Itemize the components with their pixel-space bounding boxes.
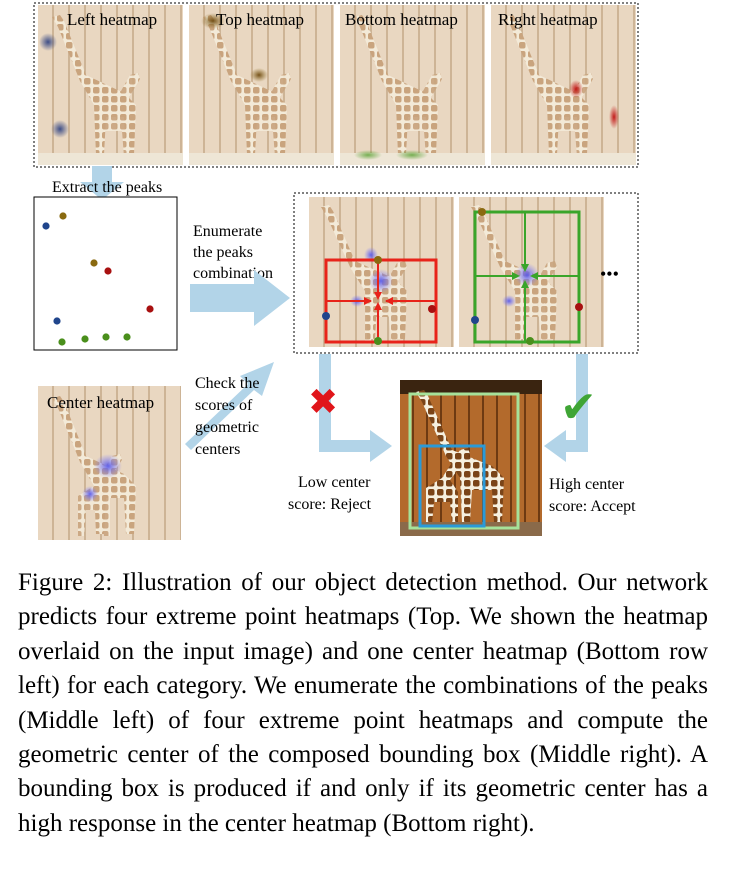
accepted-box — [471, 208, 583, 345]
reject-arrow — [319, 354, 392, 462]
enumerate-label-line-2: the peaks — [193, 244, 253, 261]
check-scores-arrow — [185, 362, 274, 450]
figure-caption: Figure 2: Illustration of our object det… — [18, 569, 708, 837]
final-detection-panel — [400, 380, 542, 536]
peak-points — [42, 212, 154, 346]
left-heatmap-label: Left heatmap — [67, 10, 157, 29]
peak-top-2 — [90, 259, 98, 267]
final-box-large — [408, 392, 520, 530]
accept-mark: ✔ — [560, 383, 597, 432]
extract-peaks-label: Extract the peaks — [52, 179, 162, 196]
accepted-combination-panel — [459, 197, 604, 347]
peak-right-2 — [146, 305, 154, 313]
rejected-combination-panel — [309, 197, 454, 347]
peak-left-1 — [42, 222, 50, 230]
check-label-line-1: Check the — [195, 375, 259, 392]
reject-mark: ✖ — [308, 382, 338, 422]
accept-label-line-2: score: Accept — [549, 498, 636, 515]
accept-arrow — [544, 354, 588, 462]
extract-arrow — [80, 166, 124, 200]
bottom-heatmap-label: Bottom heatmap — [345, 10, 458, 29]
reject-label-line-1: Low center — [298, 474, 371, 491]
top-heatmap-label: Top heatmap — [216, 10, 304, 29]
peak-bottom-4 — [123, 333, 131, 341]
heatmaps-group-border — [33, 2, 639, 168]
enumerate-label-line-1: Enumerate — [193, 223, 262, 240]
peak-bottom-1 — [58, 338, 66, 346]
combinations-group-border — [293, 192, 639, 354]
check-label-line-2: scores of — [195, 397, 253, 414]
method-figure: Left heatmap Top heatmap Bottom heatmap … — [33, 2, 639, 540]
bottom-heatmap-panel — [340, 5, 485, 165]
right-heatmap-label: Right heatmap — [498, 10, 598, 29]
right-heatmap-panel — [491, 5, 636, 165]
reject-label-line-2: score: Reject — [288, 496, 372, 513]
top-heatmap-panel — [189, 5, 334, 165]
center-heatmap-label: Center heatmap — [47, 393, 154, 412]
left-heatmap-panel — [38, 5, 183, 165]
peak-top-1 — [59, 212, 67, 220]
enumerate-arrow — [190, 270, 290, 326]
peak-bottom-3 — [102, 333, 110, 341]
peak-right-1 — [104, 267, 112, 275]
check-label-line-4: centers — [195, 441, 240, 458]
peak-bottom-2 — [81, 335, 89, 343]
enumerate-label-line-3: combination — [193, 265, 273, 282]
final-box-small — [418, 444, 486, 528]
center-heatmap-panel — [38, 386, 181, 540]
peak-left-2 — [53, 317, 61, 325]
accept-label-line-1: High center — [549, 476, 625, 493]
check-label-line-3: geometric — [195, 419, 259, 436]
rejected-box — [322, 256, 438, 345]
more-combinations-ellipsis: ••• — [600, 264, 619, 284]
